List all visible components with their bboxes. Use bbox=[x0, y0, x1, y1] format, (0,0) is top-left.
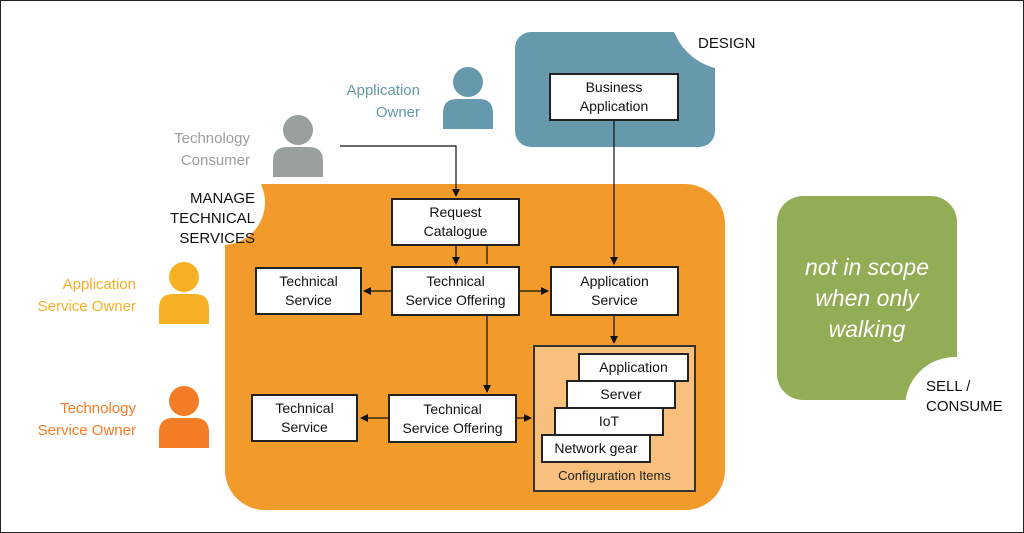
persona-name-line1: Technology bbox=[174, 130, 250, 147]
persona-name-line2: Service Owner bbox=[37, 298, 136, 315]
manage-label-line2: TECHNICAL SERVICES bbox=[169, 210, 255, 247]
sell-region-label: SELL / CONSUME bbox=[926, 377, 1003, 417]
box-line1: Request bbox=[429, 204, 482, 220]
box-line2: Service Offering bbox=[405, 292, 506, 308]
manage-label-line1: MANAGE bbox=[189, 190, 255, 207]
application-owner-label: Application Owner bbox=[300, 80, 420, 124]
sell-label-line2: CONSUME bbox=[926, 398, 1003, 415]
technology-consumer-person-icon bbox=[273, 115, 323, 177]
manage-region-notch bbox=[160, 160, 265, 245]
out-of-scope-note: not in scope when only walking bbox=[777, 252, 957, 345]
application-service-owner-label: Application Service Owner bbox=[10, 274, 136, 318]
ci-item-iot[interactable]: IoT bbox=[554, 407, 664, 436]
box-line2: Service bbox=[285, 292, 332, 308]
persona-name-line2: Owner bbox=[375, 104, 420, 121]
technology-consumer-label: Technology Consumer bbox=[130, 128, 250, 172]
ci-item-network-gear[interactable]: Network gear bbox=[541, 434, 651, 463]
technology-service-owner-person-icon bbox=[159, 386, 209, 448]
ci-item-server[interactable]: Server bbox=[566, 380, 676, 409]
note-line2: when only bbox=[815, 285, 919, 311]
box-line2: Service bbox=[281, 419, 328, 435]
box-line1: Technical bbox=[426, 273, 485, 289]
design-region-label: DESIGN bbox=[698, 35, 756, 52]
persona-name-line1: Application bbox=[62, 276, 136, 293]
box-line2: Service Offering bbox=[402, 419, 503, 436]
persona-name-line2: Service Owner bbox=[37, 422, 136, 439]
persona-name-line2: Consumer bbox=[180, 152, 250, 169]
box-line1: Technical bbox=[275, 400, 334, 416]
sell-label-line1: SELL / bbox=[926, 378, 971, 395]
consumer-to-request-catalogue-connector bbox=[340, 145, 460, 197]
box-line1: Application bbox=[580, 273, 649, 289]
box-line1: Technical bbox=[423, 400, 482, 417]
box-line2: Service bbox=[591, 292, 638, 308]
box-line2: Application bbox=[579, 98, 649, 114]
persona-name-line1: Technology bbox=[60, 400, 136, 417]
application-service-owner-person-icon bbox=[159, 262, 209, 324]
configuration-items-title: Configuration Items bbox=[558, 468, 671, 483]
sell-region-notch bbox=[905, 357, 1015, 437]
technology-service-owner-label: Technology Service Owner bbox=[10, 398, 136, 442]
box-line1: Technical bbox=[279, 273, 338, 289]
ci-item-application[interactable]: Application bbox=[578, 353, 689, 382]
box-line1: Business bbox=[585, 79, 643, 95]
application-owner-person-icon bbox=[443, 67, 493, 129]
note-line1: not in scope bbox=[804, 254, 930, 280]
manage-region-label: MANAGE TECHNICAL SERVICES bbox=[100, 189, 255, 249]
persona-name-line1: Application bbox=[346, 82, 420, 99]
box-line2: Catalogue bbox=[423, 223, 488, 239]
note-line3: walking bbox=[828, 316, 906, 342]
